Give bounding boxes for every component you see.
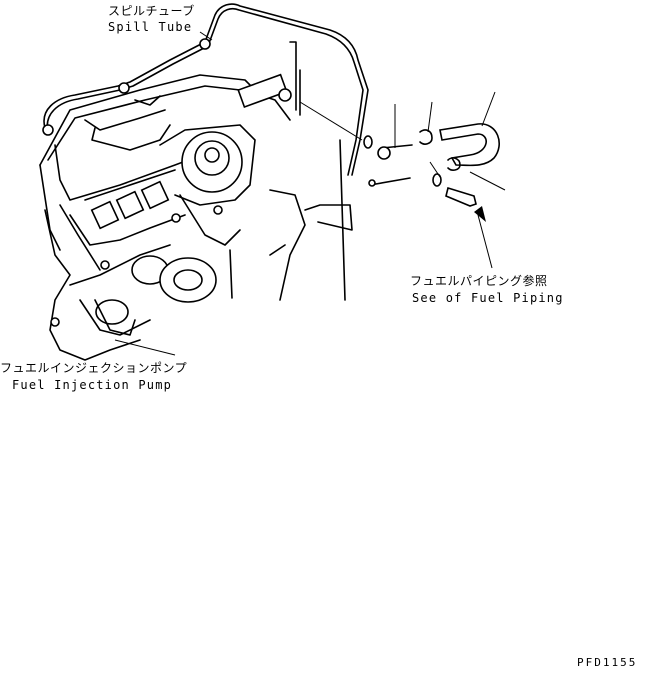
engine-block <box>39 41 353 361</box>
fuel-piping-label-en: See of Fuel Piping <box>412 291 564 305</box>
figure-number: PFD1155 <box>577 656 638 669</box>
spill-tube-label-jp: スピルチューブ <box>108 4 195 18</box>
leader-spill-tube <box>199 31 213 41</box>
fuel-piping-label-jp: フュエルパイピング参照 <box>410 274 548 288</box>
spill-tube <box>42 3 369 176</box>
injection-pump-label-en: Fuel Injection Pump <box>12 378 173 392</box>
injection-pump-label-jp: フュエルインジェクションポンプ <box>0 361 188 375</box>
spill-tube-label-en: Spill Tube <box>108 20 193 34</box>
exploded-parts <box>299 91 506 269</box>
leader-injection-pump <box>114 339 176 356</box>
